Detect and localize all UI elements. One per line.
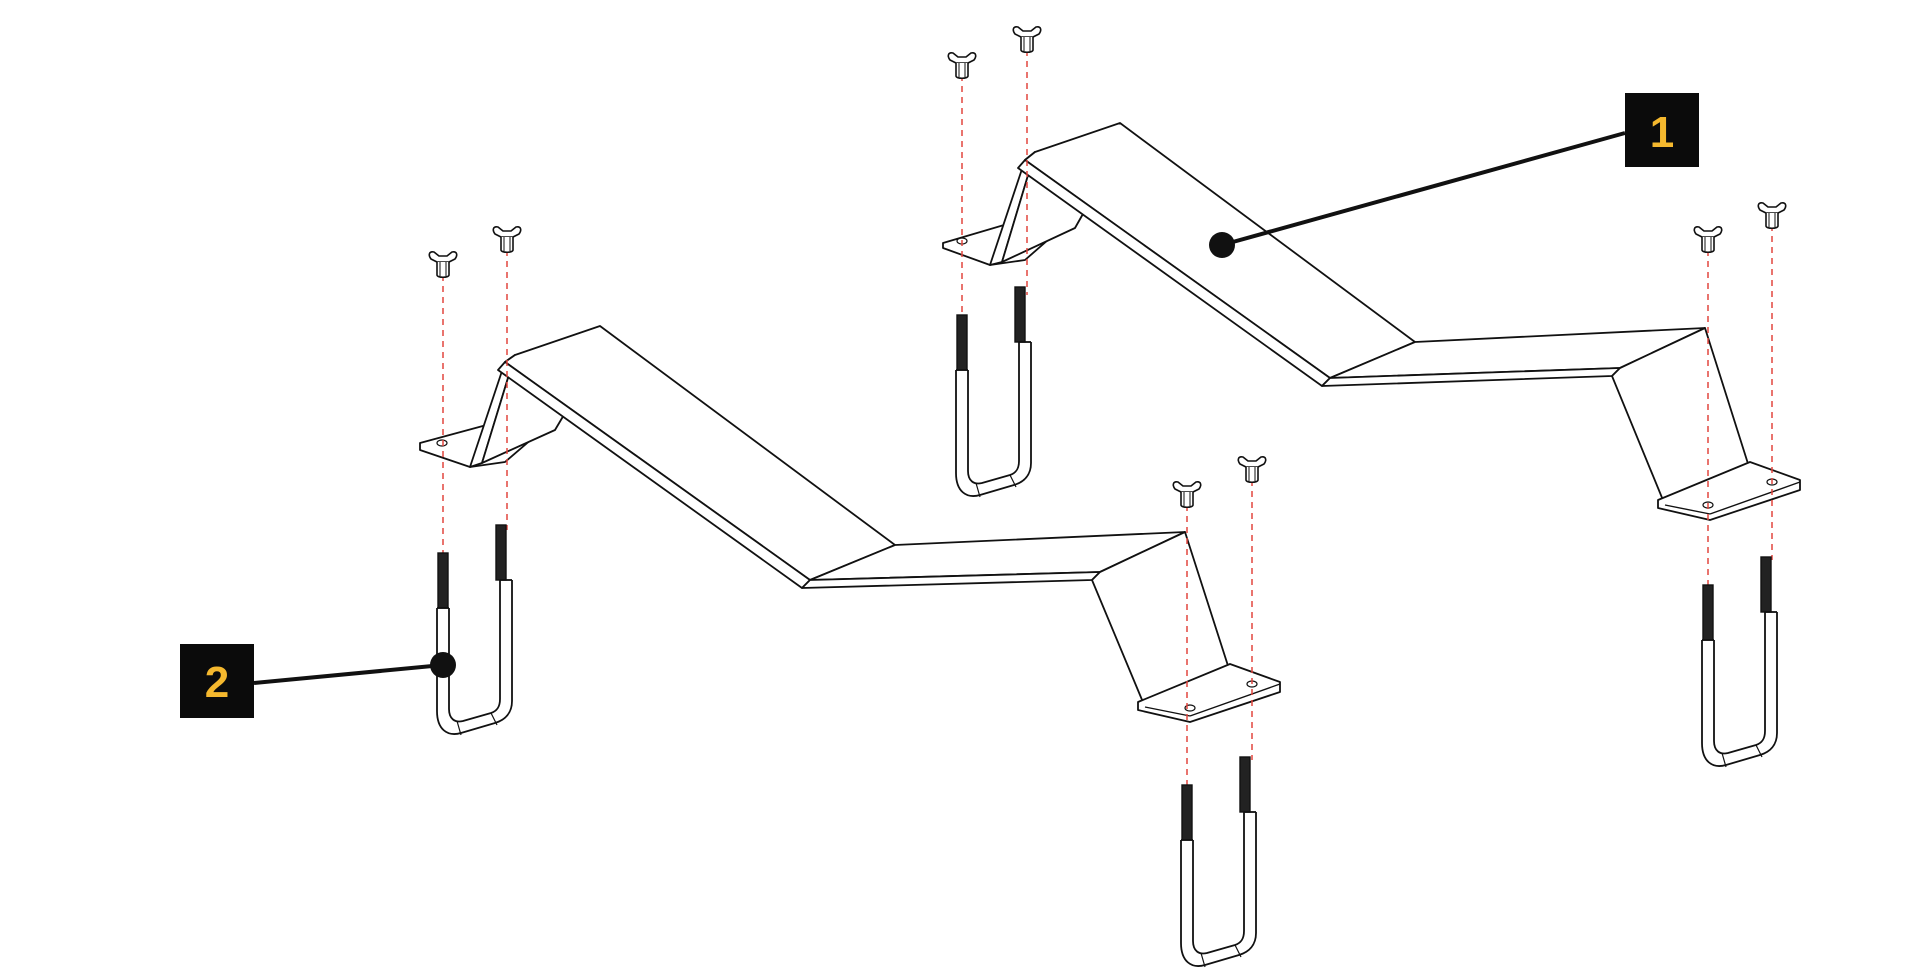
bracket-2 <box>419 325 1281 723</box>
callout-1-box <box>1625 93 1699 167</box>
bracket-1 <box>942 122 1801 521</box>
callout-1: 1 <box>1209 93 1699 258</box>
callout-2: 2 <box>180 644 456 718</box>
alignment-guides <box>442 50 1773 785</box>
callout-2-label: 2 <box>205 658 229 707</box>
callout-1-label: 1 <box>1650 108 1674 157</box>
callout-2-box <box>180 644 254 718</box>
